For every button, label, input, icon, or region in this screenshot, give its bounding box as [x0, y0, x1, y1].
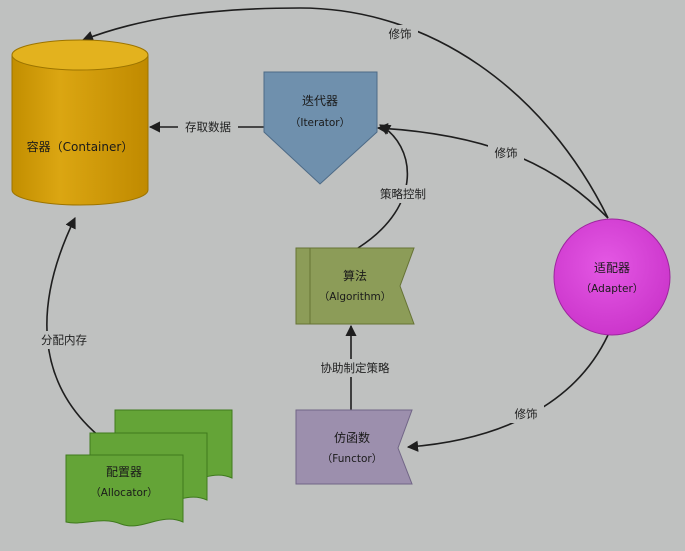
svg-text:修饰: 修饰 — [389, 27, 412, 41]
algorithm-node: 算法 （Algorithm） — [295, 247, 415, 325]
svg-text:修饰: 修饰 — [495, 146, 518, 160]
algorithm-title: 算法 — [343, 268, 367, 283]
adapter-title: 适配器 — [594, 261, 630, 275]
edge-label-allocator-container: 分配内存 — [34, 331, 94, 349]
iterator-node: 迭代器 （Iterator） — [263, 71, 378, 185]
edge-label-adapter-iterator: 修饰 — [488, 144, 524, 162]
iterator-subtitle: （Iterator） — [290, 117, 350, 129]
svg-text:修饰: 修饰 — [515, 407, 538, 421]
iterator-title: 迭代器 — [302, 94, 338, 108]
allocator-title: 配置器 — [106, 465, 142, 479]
svg-text:协助制定策略: 协助制定策略 — [321, 361, 390, 375]
edge-adapter-to-container — [81, 7, 609, 219]
edge-label-adapter-container: 修饰 — [382, 25, 418, 43]
edge-algorithm-to-iterator — [357, 124, 409, 249]
functor-title: 仿函数 — [334, 430, 370, 445]
svg-text:存取数据: 存取数据 — [185, 120, 231, 134]
container-label: 容器（Container） — [27, 139, 134, 154]
edge-label-iterator-container: 存取数据 — [178, 118, 238, 136]
container-node: 容器（Container） — [11, 39, 149, 206]
svg-text:分配内存: 分配内存 — [41, 333, 87, 347]
allocator-subtitle: （Allocator） — [90, 487, 158, 499]
functor-node: 仿函数 （Functor） — [295, 409, 413, 485]
svg-text:策略控制: 策略控制 — [380, 187, 426, 201]
adapter-node: 适配器 （Adapter） — [553, 218, 671, 336]
edge-label-adapter-functor: 修饰 — [508, 405, 544, 423]
adapter-subtitle: （Adapter） — [581, 283, 644, 295]
edge-label-algorithm-iterator: 策略控制 — [373, 185, 433, 203]
edge-adapter-to-iterator — [376, 122, 609, 219]
allocator-node: 配置器 （Allocator） — [65, 409, 233, 527]
algorithm-subtitle: （Algorithm） — [319, 291, 391, 303]
functor-subtitle: （Functor） — [322, 453, 382, 465]
edge-adapter-to-functor — [406, 334, 609, 452]
edge-label-functor-algorithm: 协助制定策略 — [313, 359, 397, 377]
